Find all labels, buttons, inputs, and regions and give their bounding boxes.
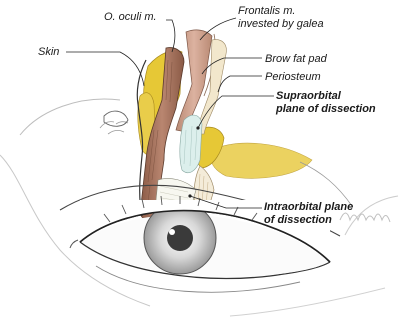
lateral-brow-fat: [211, 143, 312, 178]
pupil: [167, 225, 193, 251]
label-brow-fat-pad: Brow fat pad: [265, 53, 328, 65]
leader-intraorbital-dot: [188, 194, 191, 197]
tear-duct: [70, 240, 78, 248]
label-frontalis-line1: Frontalis m.: [238, 5, 295, 17]
label-intraorbital-line1: Intraorbital plane: [264, 201, 353, 213]
leader-periosteum: [218, 76, 262, 92]
label-o-oculi: O. oculi m.: [104, 11, 157, 23]
label-supraorbital-line1: Supraorbital: [276, 90, 342, 102]
leader-skin: [66, 52, 144, 86]
lower-face-contour: [230, 288, 385, 316]
label-periosteum: Periosteum: [265, 71, 321, 83]
label-intraorbital-line2: of dissection: [264, 214, 332, 226]
label-frontalis-line2: invested by galea: [238, 18, 324, 30]
eyebrow-tail: [340, 213, 390, 222]
leader-supraorbital-dot: [196, 126, 199, 129]
eye-highlight: [169, 229, 175, 235]
label-skin: Skin: [38, 46, 59, 58]
lateral-brow-shading: [300, 162, 352, 206]
label-supraorbital-line2: plane of dissection: [275, 103, 376, 115]
forehead-contour: [20, 99, 120, 135]
brow-hairs: [100, 122, 128, 134]
